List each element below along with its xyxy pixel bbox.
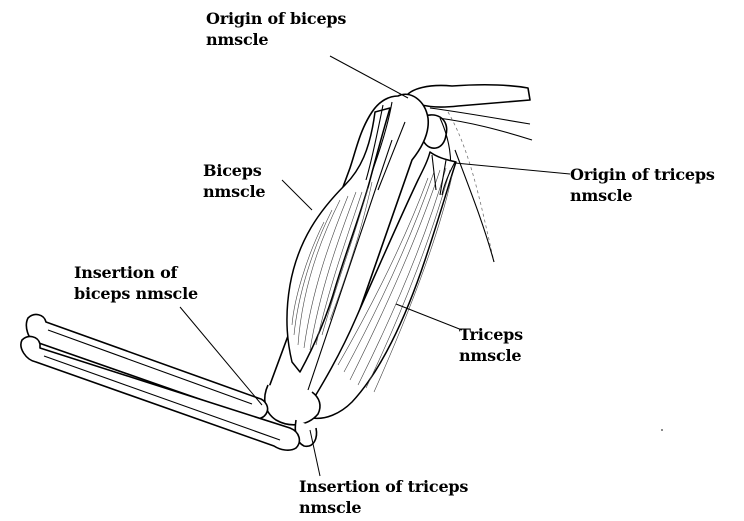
label-insertion-biceps-line1: Insertion of bbox=[74, 262, 198, 283]
label-insertion-triceps-line2: nmscle bbox=[299, 497, 468, 518]
label-triceps-line1: Triceps bbox=[459, 324, 523, 345]
label-insertion-biceps-line2: biceps nmscle bbox=[74, 283, 198, 304]
leader-origin-triceps bbox=[455, 163, 570, 174]
label-triceps-line2: nmscle bbox=[459, 345, 523, 366]
label-insertion-triceps: Insertion of triceps nmscle bbox=[299, 476, 468, 518]
label-origin-biceps: Origin of biceps nmscle bbox=[206, 8, 346, 50]
label-biceps: Biceps nmscle bbox=[203, 160, 265, 202]
label-insertion-triceps-line1: Insertion of triceps bbox=[299, 476, 468, 497]
label-biceps-line2: nmscle bbox=[203, 181, 265, 202]
label-origin-triceps-line2: nmscle bbox=[570, 185, 715, 206]
label-biceps-line1: Biceps bbox=[203, 160, 265, 181]
speck-mark bbox=[661, 429, 663, 431]
label-origin-biceps-line2: nmscle bbox=[206, 29, 346, 50]
forearm-bones bbox=[21, 315, 299, 451]
leader-biceps bbox=[282, 180, 312, 210]
leader-origin-biceps bbox=[330, 56, 408, 98]
label-triceps: Triceps nmscle bbox=[459, 324, 523, 366]
label-origin-biceps-line1: Origin of biceps bbox=[206, 8, 346, 29]
label-origin-triceps: Origin of triceps nmscle bbox=[570, 164, 715, 206]
label-insertion-biceps: Insertion of biceps nmscle bbox=[74, 262, 198, 304]
label-origin-triceps-line1: Origin of triceps bbox=[570, 164, 715, 185]
